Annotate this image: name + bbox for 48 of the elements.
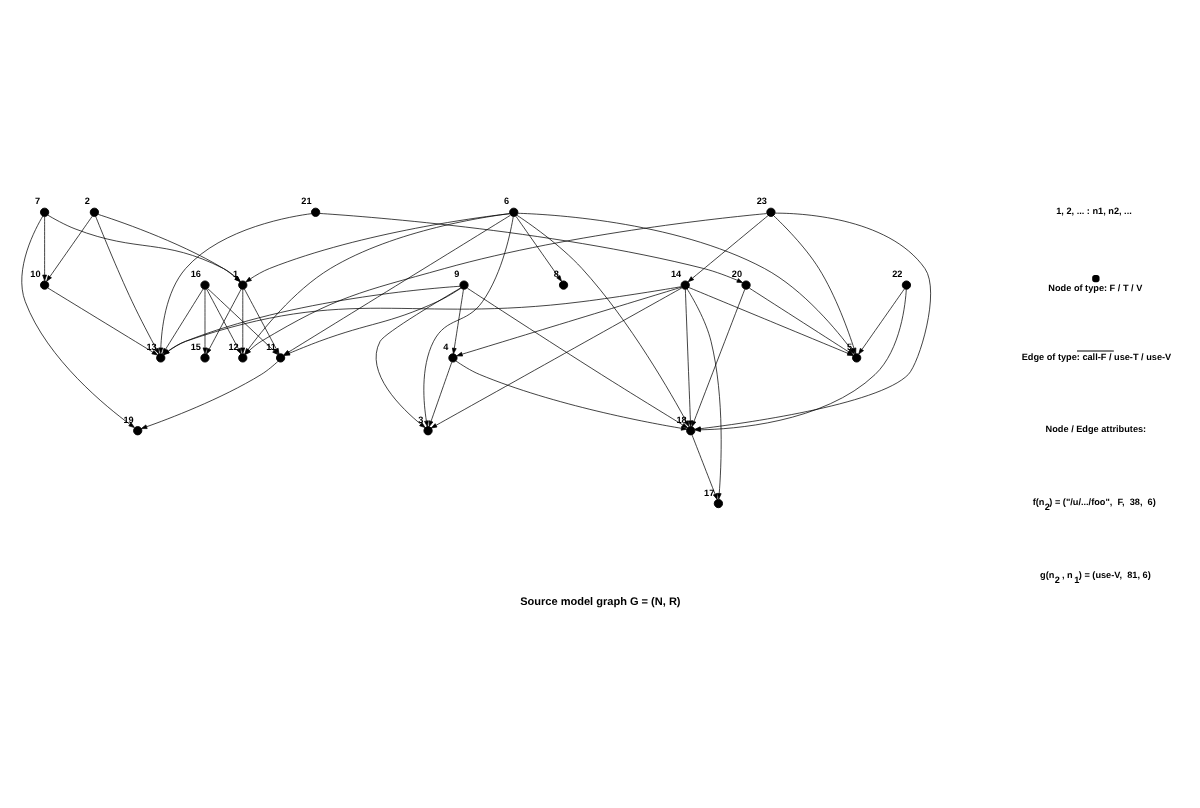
arrow — [858, 288, 905, 355]
arrow — [452, 289, 464, 355]
node-circle — [238, 353, 248, 363]
node-circle — [238, 280, 248, 290]
arrow — [516, 214, 690, 427]
node-circle — [509, 207, 519, 217]
arrow — [691, 434, 718, 500]
arrow — [202, 289, 208, 354]
node-circle — [741, 280, 751, 290]
node-circle — [40, 280, 50, 290]
arrow — [691, 288, 746, 427]
node-circle — [901, 280, 912, 290]
node-circle — [852, 353, 862, 363]
node-circle — [680, 280, 690, 290]
node-circle — [448, 353, 458, 363]
arrow — [21, 215, 135, 428]
arrow — [206, 288, 242, 355]
node-circle — [275, 353, 286, 363]
arrow — [95, 215, 160, 355]
arrow — [515, 215, 562, 282]
arrow — [428, 361, 453, 427]
node-circle — [766, 207, 776, 217]
node-circle — [200, 353, 210, 363]
arrow — [456, 286, 682, 357]
node-circle — [156, 353, 166, 363]
arrow — [46, 215, 93, 282]
arrow — [467, 287, 689, 429]
arrow — [47, 287, 158, 356]
node-circle — [423, 426, 433, 436]
node-circle — [558, 280, 569, 290]
node-circle — [40, 207, 50, 217]
arrow — [455, 360, 688, 431]
arrow — [687, 215, 769, 283]
arrow — [375, 287, 461, 428]
node-circle — [89, 207, 99, 217]
arrow — [240, 289, 246, 354]
node-circle — [459, 280, 469, 290]
arrow — [430, 287, 683, 429]
node-circle — [713, 498, 723, 509]
arrow — [42, 216, 47, 281]
arrow — [319, 213, 743, 283]
node-circle — [133, 426, 143, 436]
arrow — [685, 288, 693, 427]
arrow — [140, 360, 279, 429]
node-circle — [686, 426, 696, 436]
node-circle — [200, 280, 210, 290]
node-circle — [311, 207, 321, 217]
arrow — [423, 216, 514, 427]
